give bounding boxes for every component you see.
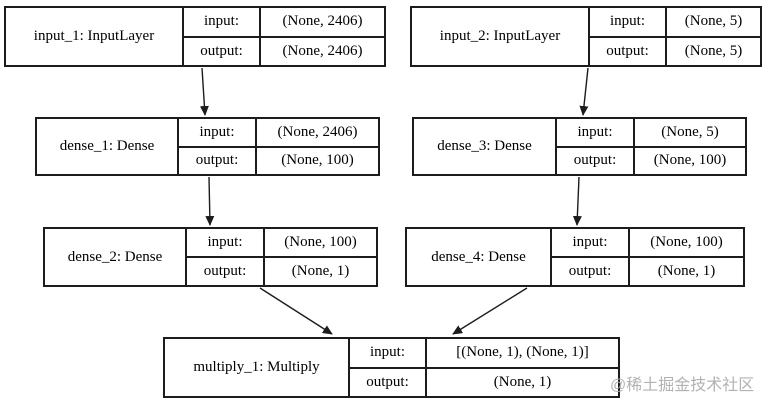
- edge-dense_3-dense_4: [572, 176, 582, 226]
- input-row-label: input:: [552, 229, 628, 258]
- output-row-label: output:: [366, 373, 409, 390]
- node-label: dense_2: Dense: [67, 248, 163, 265]
- input-shape: [(None, 1), (None, 1)]: [427, 339, 618, 369]
- node-label: dense_4: Dense: [431, 248, 526, 265]
- output-shape: (None, 100): [653, 152, 727, 169]
- input-row-label: input:: [179, 119, 255, 148]
- edge-dense_2-multiply_1: [259, 287, 333, 335]
- input-shape: (None, 100): [265, 229, 376, 258]
- output-row-label: output:: [200, 42, 243, 59]
- output-row-label: output:: [203, 263, 247, 279]
- node-dense_1: dense_1: Dense input: output: (None, 240…: [35, 117, 380, 176]
- node-dense_3: dense_3: Dense input: output: (None, 5) …: [412, 117, 747, 176]
- input-shape: (None, 2406): [261, 8, 384, 38]
- output-row-label: output:: [568, 263, 612, 279]
- input-shape: (None, 100): [630, 229, 743, 258]
- output-shape: (None, 1): [291, 263, 350, 279]
- node-label: multiply_1: Multiply: [193, 359, 320, 375]
- input-shape: (None, 2406): [257, 119, 378, 148]
- node-input_2: input_2: InputLayer input: output: (None…: [410, 6, 762, 67]
- node-dense_2: dense_2: Dense input: output: (None, 100…: [43, 227, 378, 287]
- node-label: dense_1: Dense: [59, 138, 155, 154]
- input-shape: (None, 5): [667, 8, 760, 38]
- watermark: @稀土掘金技术社区: [610, 377, 755, 394]
- node-input_1: input_1: InputLayer input: output: (None…: [4, 6, 386, 67]
- output-shape: (None, 100): [281, 152, 354, 169]
- node-label: input_1: InputLayer: [33, 28, 155, 44]
- output-shape: (None, 1): [657, 263, 716, 279]
- node-label: input_2: InputLayer: [439, 28, 561, 44]
- output-shape: (None, 2406): [282, 42, 363, 59]
- edge-dense_4-multiply_1: [452, 287, 528, 335]
- output-row-label: output:: [606, 42, 649, 59]
- node-label: dense_3: Dense: [437, 138, 532, 154]
- edge-input_1-dense_1: [199, 67, 209, 116]
- input-row-label: input:: [350, 339, 425, 369]
- output-shape: (None, 5): [684, 42, 743, 59]
- input-shape: (None, 5): [635, 119, 745, 148]
- input-row-label: input:: [187, 229, 263, 258]
- edge-dense_1-dense_2: [205, 176, 215, 226]
- input-row-label: input:: [557, 119, 633, 148]
- output-shape: (None, 1): [493, 373, 552, 390]
- node-dense_4: dense_4: Dense input: output: (None, 100…: [405, 227, 745, 287]
- output-row-label: output:: [195, 152, 239, 169]
- input-row-label: input:: [590, 8, 665, 38]
- node-multiply_1: multiply_1: Multiply input: output: [(No…: [163, 337, 620, 398]
- output-row-label: output:: [573, 152, 617, 169]
- edge-input_2-dense_3: [579, 67, 589, 116]
- input-row-label: input:: [184, 8, 259, 38]
